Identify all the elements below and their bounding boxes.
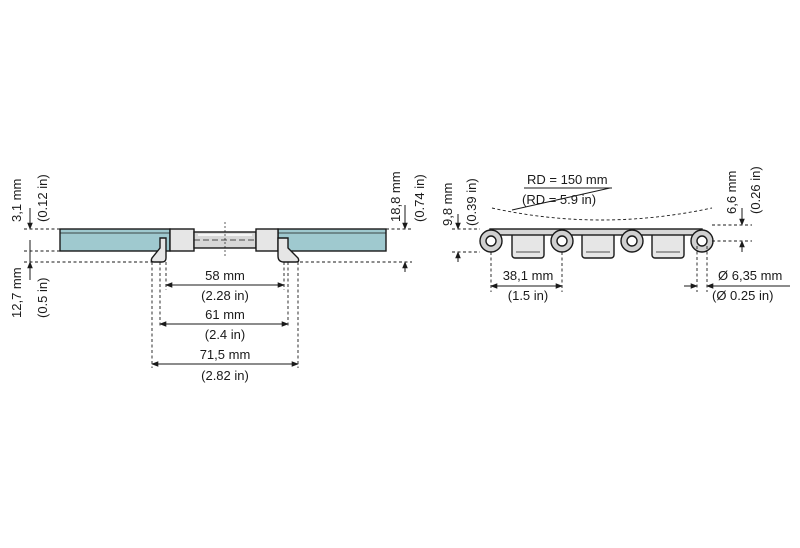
link-body [581, 231, 615, 259]
chain-view: RD = 150 mm (RD = 5.9 in) [440, 166, 790, 303]
chain-links [489, 228, 703, 259]
pitch-mm: 38,1 mm [503, 268, 554, 283]
dim-71-5-in: (2.82 in) [201, 368, 249, 383]
link-body [651, 231, 685, 259]
radius-leader [511, 187, 611, 211]
rd-mm: RD = 150 mm [527, 172, 608, 187]
dim-12-7-in: (0.5 in) [35, 278, 50, 318]
dim-18-8-mm: 18,8 mm [388, 171, 403, 222]
pin-in: (Ø 0.25 in) [712, 288, 773, 303]
dim-71-5-mm: 71,5 mm [200, 347, 251, 362]
pitch-in: (1.5 in) [508, 288, 548, 303]
dim-61-in: (2.4 in) [205, 327, 245, 342]
dim-12-7-mm: 12,7 mm [9, 267, 24, 318]
rd-in: (RD = 5.9 in) [522, 192, 596, 207]
dim-61-mm: 61 mm [205, 307, 245, 322]
knuckle-pin [556, 235, 568, 247]
dim-3-1-mm: 3,1 mm [9, 179, 24, 222]
barrel-left-knuckle [169, 228, 195, 252]
link-body [511, 231, 545, 259]
top-strip [489, 228, 703, 236]
plate-left [59, 228, 171, 252]
top-plate [59, 228, 387, 252]
dim-3-1-in: (0.12 in) [35, 174, 50, 222]
barrel-right-knuckle [255, 228, 279, 252]
dim-9-8-in: (0.39 in) [464, 178, 479, 226]
pin-knuckles [479, 229, 714, 253]
hinge-barrel [169, 222, 279, 258]
knuckle-pin [696, 235, 708, 247]
dim-18-8-in: (0.74 in) [412, 174, 427, 222]
knuckle-pin [626, 235, 638, 247]
knuckle-pin [485, 235, 497, 247]
dim-58-mm: 58 mm [205, 268, 245, 283]
plate-right [277, 228, 387, 252]
dim-9-8-mm: 9,8 mm [440, 183, 455, 226]
dim-58-in: (2.28 in) [201, 288, 249, 303]
hook-right [277, 237, 300, 263]
pin-mm: Ø 6,35 mm [718, 268, 782, 283]
hook-left [150, 237, 167, 263]
side-view: 3,1 mm (0.12 in) 12,7 mm (0.5 in) 18,8 m… [9, 171, 427, 383]
radius-arc [491, 207, 713, 221]
dim-6-6-mm: 6,6 mm [724, 171, 739, 214]
dim-6-6-in: (0.26 in) [748, 166, 763, 214]
